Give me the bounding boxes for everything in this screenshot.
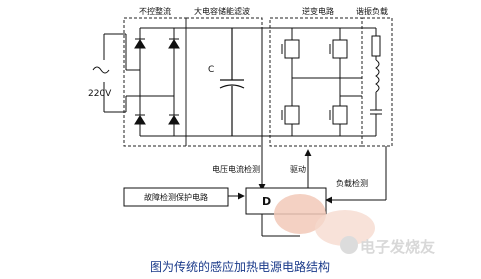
vi-detect-label: 电压电流检测 bbox=[212, 164, 260, 174]
igbt-icon bbox=[284, 39, 300, 59]
drive-label: 驱动 bbox=[290, 164, 306, 174]
rectifier-title: 不控整流 bbox=[139, 6, 171, 16]
ac-sine-icon bbox=[92, 66, 110, 74]
load-inductor bbox=[375, 59, 380, 93]
controller-label: D bbox=[262, 195, 271, 208]
fault-protect-label: 故障检测保护电路 bbox=[144, 192, 208, 202]
figure-caption: 图为传统的感应加热电源电路结构 bbox=[149, 260, 330, 274]
filter-box bbox=[185, 17, 263, 147]
igbt-icon bbox=[284, 105, 300, 125]
igbt-icon bbox=[332, 39, 348, 59]
load-title: 谐振负载 bbox=[356, 6, 388, 16]
diode-icon bbox=[134, 115, 146, 125]
ac-source bbox=[92, 33, 126, 113]
filter-title: 大电容储能滤波 bbox=[194, 6, 250, 16]
diode-icon bbox=[134, 39, 146, 49]
ac-voltage-label: 220V bbox=[88, 89, 112, 99]
control-lines bbox=[228, 28, 387, 237]
filter-capacitor bbox=[219, 28, 245, 136]
dc-bus bbox=[174, 27, 366, 137]
igbt-icon bbox=[332, 105, 348, 125]
module-boxes bbox=[123, 17, 393, 147]
load-resistor bbox=[371, 35, 381, 57]
inverter-box bbox=[269, 17, 363, 147]
watermark-text: 电子发烧友 bbox=[360, 238, 436, 256]
resonant-load bbox=[366, 27, 382, 137]
fault-protect-box bbox=[123, 187, 229, 207]
load-detect-label: 负载检测 bbox=[336, 178, 368, 188]
inverter-switches bbox=[281, 28, 362, 136]
smudge-overlay bbox=[315, 210, 375, 246]
rectifier-box bbox=[123, 17, 187, 147]
smudge-overlay bbox=[274, 194, 326, 234]
inverter-title: 逆变电路 bbox=[302, 6, 334, 16]
load-box bbox=[361, 17, 393, 147]
diode-icons bbox=[134, 38, 180, 125]
capacitor-label: C bbox=[208, 65, 214, 75]
watermark-logo-icon bbox=[340, 236, 358, 254]
diode-icon bbox=[168, 115, 180, 125]
diode-icon bbox=[168, 39, 180, 49]
diode-bridge bbox=[125, 27, 175, 137]
